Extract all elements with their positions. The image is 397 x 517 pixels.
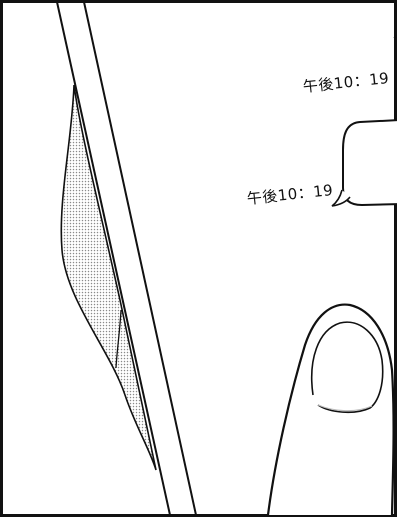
phone-edge — [56, 1, 197, 516]
phone-shadow-line — [115, 309, 122, 369]
chat-bubble-tail — [331, 189, 351, 207]
chat-bubble — [342, 119, 397, 207]
phone-shadow-screentone — [60, 84, 157, 471]
thumb-drawing — [266, 303, 395, 516]
